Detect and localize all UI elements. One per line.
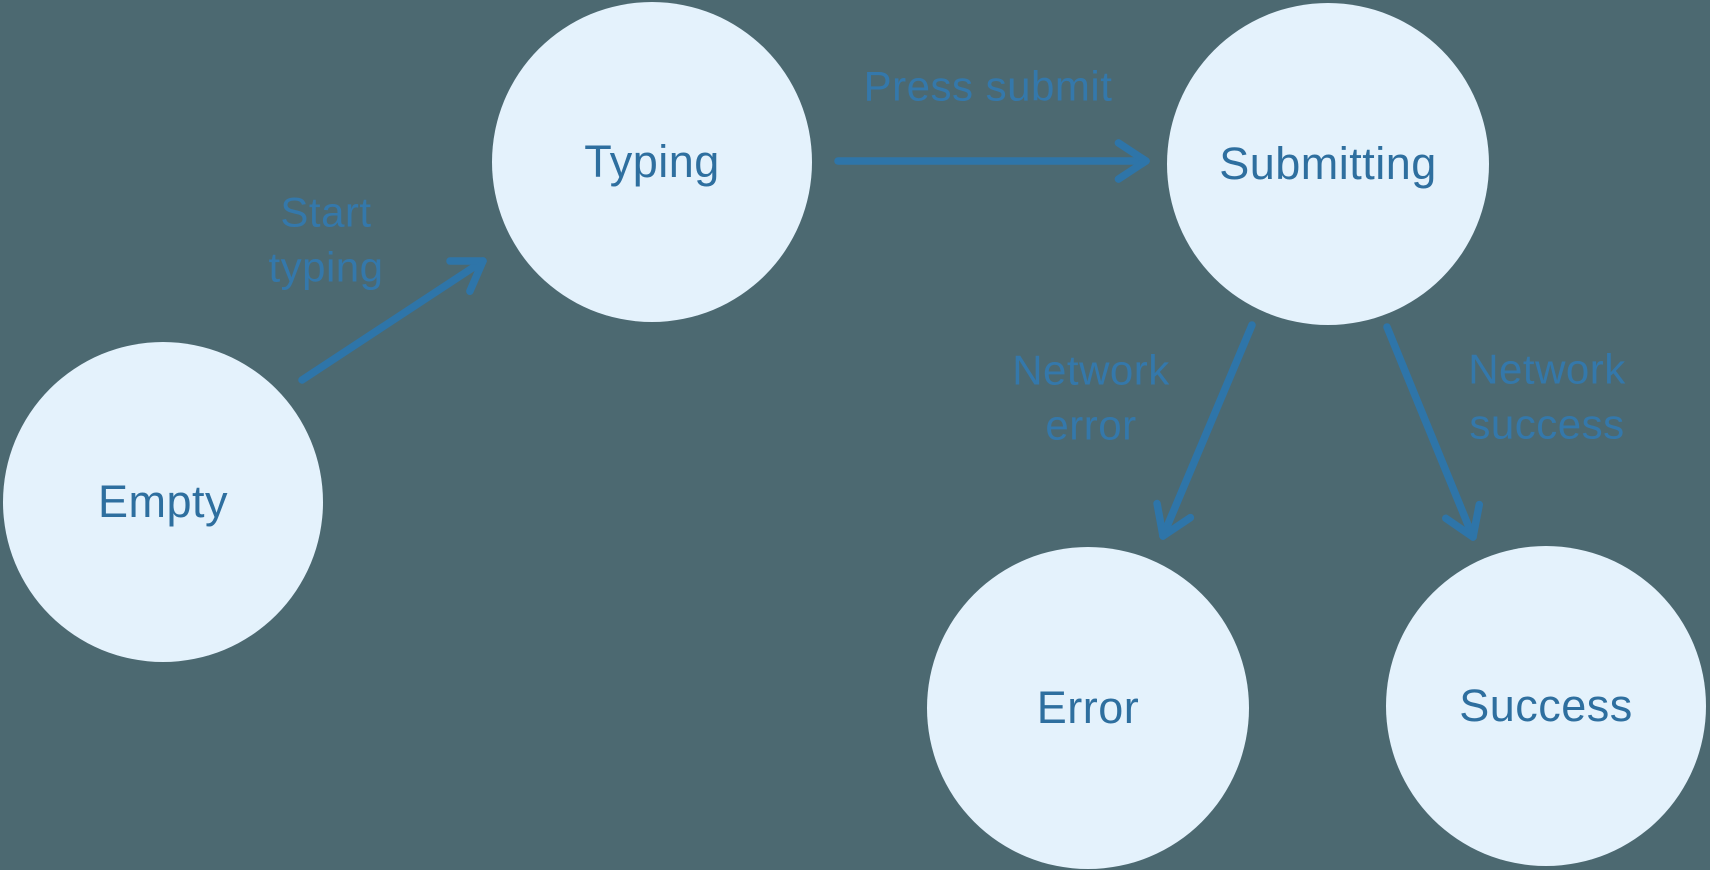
state-node-submitting: Submitting xyxy=(1167,3,1489,325)
state-node-label-typing: Typing xyxy=(584,136,720,187)
state-node-label-error: Error xyxy=(1036,682,1140,733)
edge-arrow-press-submit xyxy=(834,139,1150,183)
state-node-success: Success xyxy=(1386,546,1706,866)
edge-label-press-submit: Press submit xyxy=(863,62,1113,110)
edge-arrow-start-typing xyxy=(298,257,487,384)
state-node-empty: Empty xyxy=(3,342,323,662)
edge-label-start-typing: Start typing xyxy=(268,188,384,290)
state-node-typing: Typing xyxy=(492,2,812,322)
state-node-label-success: Success xyxy=(1459,680,1633,731)
edge-arrow-network-error xyxy=(1153,321,1256,540)
state-node-label-empty: Empty xyxy=(97,476,229,527)
edge-label-network-error: Network error xyxy=(1012,346,1170,448)
state-node-error: Error xyxy=(927,547,1249,869)
edge-label-network-success: Network success xyxy=(1468,345,1626,447)
edge-arrow-network-success xyxy=(1383,323,1484,541)
state-node-label-submitting: Submitting xyxy=(1219,138,1437,189)
